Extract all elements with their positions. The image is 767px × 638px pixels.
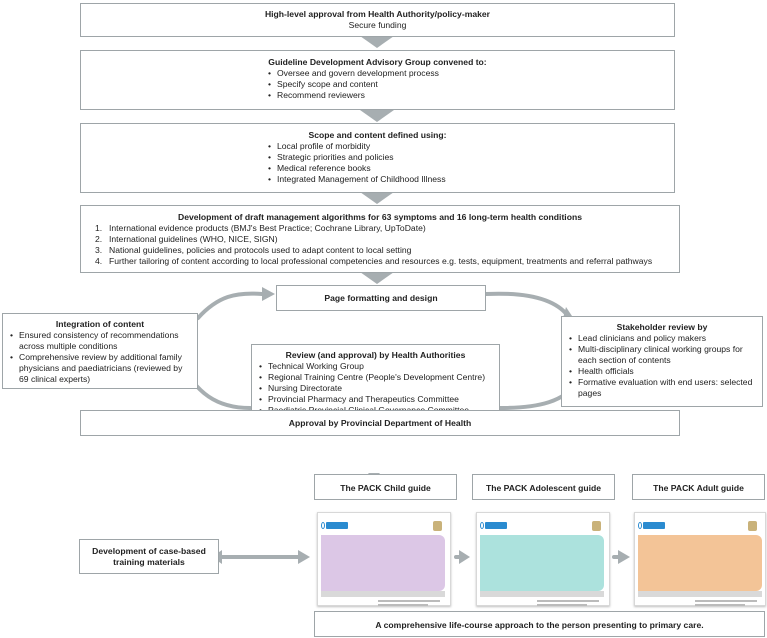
pack-logo-icon [643,522,665,529]
integration-title: Integration of content [55,319,145,329]
down-arrow-1 [360,36,394,48]
guide-cover-adult [634,512,766,606]
draft-title: Development of draft management algorith… [178,212,582,222]
list-item: International guidelines (WHO, NICE, SIG… [95,234,278,245]
approval-box: High-level approval from Health Authorit… [80,3,675,37]
list-item: Medical reference books [265,163,674,174]
health-review-list: Technical Working Group Regional Trainin… [256,361,495,416]
list-item: Technical Working Group [256,361,495,372]
crest-icon [433,521,442,531]
scope-list: Local profile of morbidity Strategic pri… [265,141,674,185]
training-title: Development of case-based training mater… [92,546,206,567]
scope-title: Scope and content defined using: [308,130,447,140]
footer-text: A comprehensive life-course approach to … [375,620,704,630]
scope-box: Scope and content defined using: Local p… [80,123,675,193]
list-item: Strategic priorities and policies [265,152,674,163]
integration-box: Integration of content Ensured consisten… [2,313,198,389]
list-item: Integrated Management of Childhood Illne… [265,174,674,185]
approval-title: High-level approval from Health Authorit… [264,9,491,19]
provincial-title: Approval by Provincial Department of Hea… [288,418,472,428]
approval-subtitle: Secure funding [348,20,407,30]
guide-label-child: The PACK Child guide [314,474,457,500]
list-item: Nursing Directorate [256,383,495,394]
cover-panel [480,535,604,591]
integration-list: Ensured consistency of recommendations a… [7,330,193,385]
list-item: Local profile of morbidity [265,141,674,152]
provincial-box: Approval by Provincial Department of Hea… [80,410,680,436]
formatting-title: Page formatting and design [324,293,438,303]
draft-list: International evidence products (BMJ's B… [95,223,679,267]
draft-box: Development of draft management algorith… [80,205,680,273]
guide-cover-adolescent [476,512,610,606]
pack-logo-icon [326,522,348,529]
cover-panel [638,535,762,591]
list-item: Lead clinicians and policy makers [566,333,758,344]
list-item: Comprehensive review by additional famil… [7,352,193,385]
list-item: Ensured consistency of recommendations a… [7,330,193,352]
crest-icon [592,521,601,531]
list-item: National guidelines, policies and protoc… [95,245,412,256]
list-item: Recommend reviewers [265,90,674,101]
formatting-box: Page formatting and design [276,285,486,311]
arrow-formatting-to-stakeholder [484,291,570,318]
list-item: Specify scope and content [265,79,674,90]
list-item: International evidence products (BMJ's B… [95,223,426,234]
list-item: Provincial Pharmacy and Therapeutics Com… [256,394,495,405]
list-item: Oversee and govern development process [265,68,674,79]
guide-label-adolescent: The PACK Adolescent guide [472,474,615,500]
stakeholder-box: Stakeholder review by Lead clinicians an… [561,316,763,407]
guideline-group-title: Guideline Development Advisory Group con… [268,57,487,67]
crest-icon [748,521,757,531]
guide-label-adult: The PACK Adult guide [632,474,765,500]
guideline-group-list: Oversee and govern development process S… [265,68,674,101]
pack-logo-icon [485,522,507,529]
list-item: Multi-disciplinary clinical working grou… [566,344,758,366]
list-item: Formative evaluation with end users: sel… [566,377,758,399]
arrow-integration-to-formatting [196,291,264,320]
down-arrow-4 [360,272,394,284]
footer-box: A comprehensive life-course approach to … [314,611,765,637]
health-review-title: Review (and approval) by Health Authorit… [285,350,466,360]
down-arrow-3 [360,192,394,204]
list-item: Health officials [566,366,758,377]
training-box: Development of case-based training mater… [79,539,219,574]
cover-panel [321,535,445,591]
guideline-group-box: Guideline Development Advisory Group con… [80,50,675,110]
list-item: Further tailoring of content according t… [95,256,653,267]
list-item: Regional Training Centre (People's Devel… [256,372,495,383]
down-arrow-2 [360,110,394,122]
guide-cover-child [317,512,451,606]
stakeholder-list: Lead clinicians and policy makers Multi-… [566,333,758,399]
stakeholder-title: Stakeholder review by [616,322,708,332]
